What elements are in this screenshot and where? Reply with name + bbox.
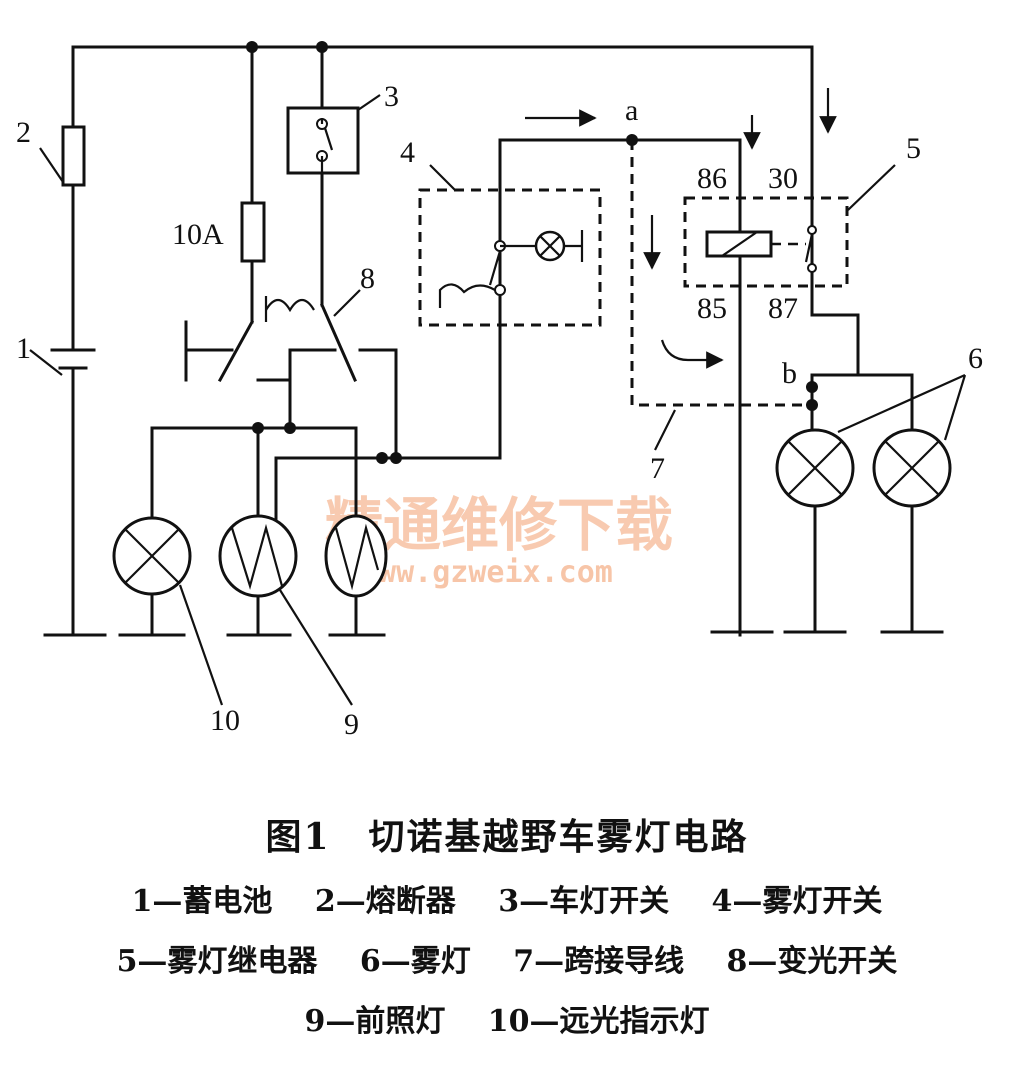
legend-item: 7—跨接导线 <box>513 944 685 979</box>
legend-item: 9—前照灯 <box>304 1004 446 1039</box>
label-pin30: 30 <box>768 162 798 195</box>
fog-light-relay <box>683 196 849 288</box>
label-pin86: 86 <box>697 162 727 195</box>
label-node-b: b <box>782 357 797 390</box>
watermark-url: www.gzweix.com <box>360 555 613 590</box>
label-pin85: 85 <box>697 292 727 325</box>
label-dimmer: 8 <box>360 262 375 295</box>
figure-caption: 图1 切诺基越野车雾灯电路 1—蓄电池 2—熔断器 3—车灯开关 4—雾灯开关 … <box>0 800 1014 1040</box>
label-indicator: 10 <box>210 704 240 737</box>
legend-item: 3—车灯开关 <box>498 884 670 919</box>
label-fuse: 2 <box>16 116 31 149</box>
legend-row-1: 1—蓄电池 2—熔断器 3—车灯开关 4—雾灯开关 <box>0 876 1014 920</box>
legend-item: 6—雾灯 <box>359 944 471 979</box>
jumper-wire <box>630 140 812 407</box>
legend-item: 1—蓄电池 <box>131 884 273 919</box>
fog-light-switch <box>418 188 602 327</box>
label-headlamp: 9 <box>344 708 359 741</box>
legend-row-3: 9—前照灯 10—远光指示灯 <box>0 996 1014 1040</box>
legend-item: 4—雾灯开关 <box>711 884 883 919</box>
high-beam-indicator-lamp <box>112 516 192 637</box>
label-fog-switch: 4 <box>400 136 415 169</box>
label-pin87: 87 <box>768 292 798 325</box>
fuse <box>61 125 86 187</box>
battery <box>43 45 107 637</box>
fog-lamp-right <box>872 428 952 634</box>
dimmer-switch <box>184 296 398 460</box>
label-relay: 5 <box>906 132 921 165</box>
caption-title: 图1 切诺基越野车雾灯电路 <box>265 816 749 858</box>
fog-light-circuit-diagram: 精通维修下载 www.gzweix.com 2 1 10A 3 <box>16 41 983 741</box>
label-fog-lamps: 6 <box>968 342 983 375</box>
fuse-10a <box>240 201 266 263</box>
label-node-a: a <box>625 94 638 127</box>
legend-item: 2—熔断器 <box>314 884 456 919</box>
label-battery: 1 <box>16 332 31 365</box>
legend-row-2: 5—雾灯继电器 6—雾灯 7—跨接导线 8—变光开关 <box>0 936 1014 980</box>
top-bus-wire <box>71 45 860 377</box>
label-light-switch: 3 <box>384 80 399 113</box>
label-fuse-rating: 10A <box>172 218 224 251</box>
headlamp-right <box>324 514 388 637</box>
legend-item: 5—雾灯继电器 <box>116 944 318 979</box>
headlamp-left <box>218 514 298 637</box>
legend-item: 10—远光指示灯 <box>487 1004 710 1039</box>
legend-item: 8—变光开关 <box>726 944 898 979</box>
label-jumper: 7 <box>650 452 665 485</box>
fog-lamp-left <box>775 428 855 634</box>
